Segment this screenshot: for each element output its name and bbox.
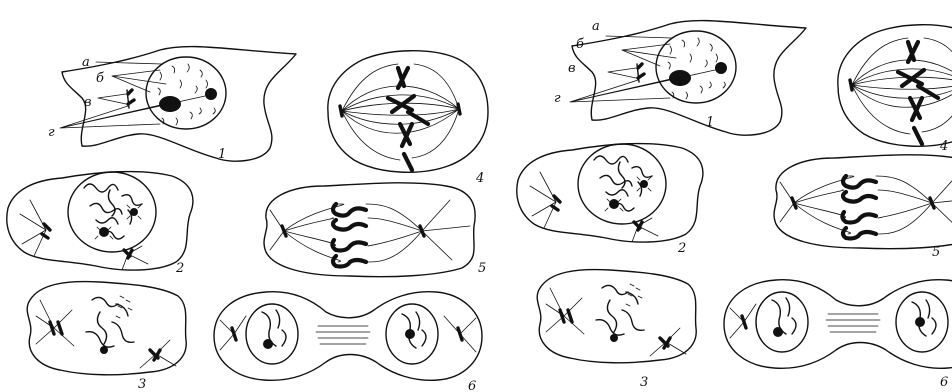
prometaphase-cell (537, 270, 696, 363)
interphase-cell (60, 47, 296, 162)
anaphase-cell (264, 183, 475, 277)
label-a: а (82, 55, 90, 70)
stage-number-6: 6 (940, 375, 948, 390)
metaphase-cell (328, 51, 488, 173)
stage-number-3: 3 (138, 377, 146, 392)
label-a: а (592, 19, 600, 34)
telophase-cell (214, 292, 482, 381)
panel-left: а б в г 1 2 3 4 5 6 (7, 47, 488, 392)
stage-number-4: 4 (475, 171, 484, 186)
label-v: в (568, 61, 576, 76)
stage-number-5: 5 (478, 261, 486, 276)
label-b: б (96, 71, 104, 86)
stage-number-1: 1 (218, 147, 226, 162)
stage-number-6: 6 (468, 379, 476, 392)
metaphase-cell (838, 25, 952, 147)
telophase-cell (724, 280, 952, 369)
panel-right: а б в г 1 2 3 4 5 6 (517, 19, 952, 390)
prophase-cell (517, 144, 703, 243)
prometaphase-cell (27, 282, 186, 375)
stage-number-5: 5 (932, 245, 940, 260)
anaphase-cell (774, 155, 952, 249)
stage-number-3: 3 (640, 375, 648, 390)
stage-number-2: 2 (175, 261, 184, 276)
label-b: б (576, 37, 584, 52)
stage-number-4: 4 (939, 139, 948, 154)
label-g: г (48, 125, 55, 140)
interphase-cell (570, 21, 806, 136)
stage-number-1: 1 (706, 115, 714, 130)
stage-number-2: 2 (677, 241, 686, 256)
label-v: в (84, 95, 92, 110)
label-g: г (554, 91, 561, 106)
prophase-cell (7, 172, 193, 271)
